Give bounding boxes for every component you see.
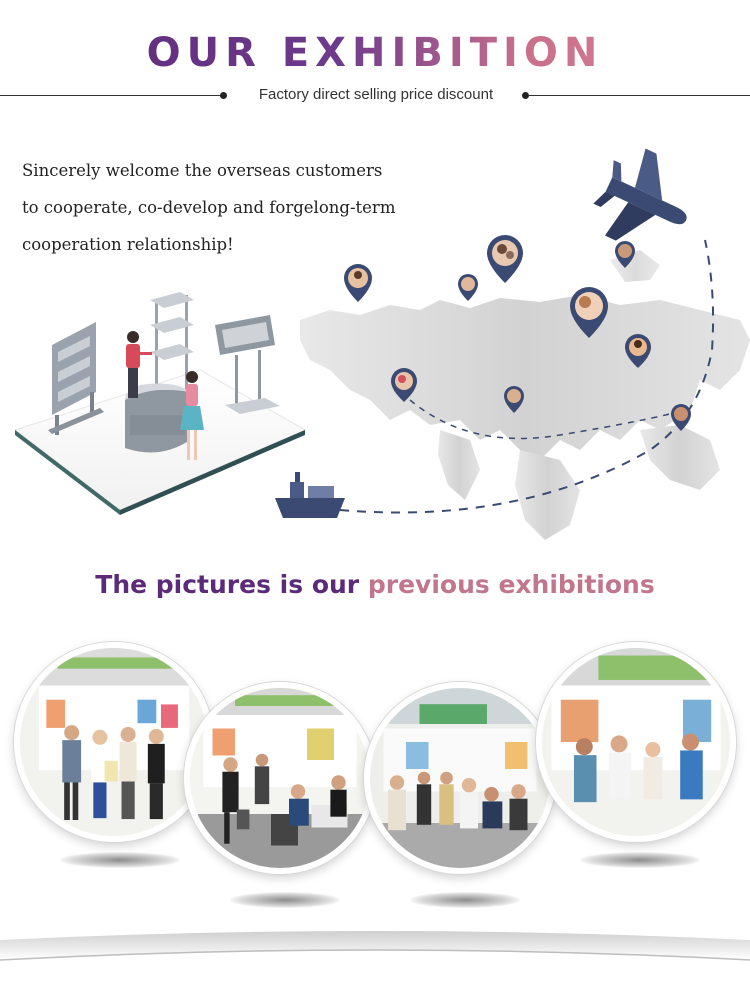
photo-shadow xyxy=(410,892,520,908)
photo-shadow xyxy=(580,852,700,868)
bottom-decorative-arc xyxy=(0,931,750,961)
reception-counter xyxy=(125,383,190,453)
divider-dot-right xyxy=(522,92,529,99)
location-pin-icon xyxy=(615,241,635,268)
exhibition-photo-1 xyxy=(14,642,214,842)
gallery-heading-part2: previous exhibitions xyxy=(367,570,655,599)
display-shelf-left xyxy=(48,322,104,435)
exhibition-photo-4 xyxy=(536,642,736,842)
divider-right xyxy=(528,95,750,96)
location-pins xyxy=(344,235,691,431)
divider-left xyxy=(0,95,222,96)
location-pin-icon xyxy=(487,235,523,283)
gallery-heading-part1: The pictures is our xyxy=(95,570,368,599)
world-map-illustration xyxy=(13,148,750,540)
cargo-ship-icon xyxy=(275,472,345,518)
page-title: OUR EXHIBITION xyxy=(0,30,750,76)
display-screen-stand xyxy=(215,315,280,414)
location-pin-icon xyxy=(458,274,478,301)
location-pin-icon xyxy=(344,264,372,302)
exhibition-illustration xyxy=(0,130,750,550)
airplane-icon xyxy=(593,148,687,241)
photo-shadow xyxy=(230,892,340,908)
exhibition-photo-2 xyxy=(184,682,376,874)
photo-shadow xyxy=(60,852,180,868)
welcome-line-2: to cooperate, co-develop and forgelong-t… xyxy=(22,198,396,217)
location-pin-icon xyxy=(391,368,417,402)
welcome-message: Sincerely welcome the overseas customers… xyxy=(22,152,442,263)
visitor-person xyxy=(180,371,204,460)
gallery-heading: The pictures is our previous exhibitions xyxy=(0,570,750,599)
divider-dot-left xyxy=(220,92,227,99)
subtitle-row: Factory direct selling price discount xyxy=(0,86,750,106)
shipping-route-line xyxy=(339,239,715,514)
welcome-line-1: Sincerely welcome the overseas customers xyxy=(22,161,383,180)
air-route-line xyxy=(409,399,686,440)
exhibition-photo-gallery xyxy=(0,630,750,930)
exhibition-photo-3 xyxy=(364,682,556,874)
page-subtitle: Factory direct selling price discount xyxy=(258,86,494,103)
world-map xyxy=(300,250,750,540)
welcome-line-3: cooperation relationship! xyxy=(22,235,234,254)
location-pin-icon xyxy=(625,334,651,368)
location-pin-icon xyxy=(504,386,524,413)
staff-person xyxy=(126,331,152,398)
display-shelf-middle xyxy=(150,292,194,400)
location-pin-icon xyxy=(570,287,608,338)
location-pin-icon xyxy=(671,404,691,431)
